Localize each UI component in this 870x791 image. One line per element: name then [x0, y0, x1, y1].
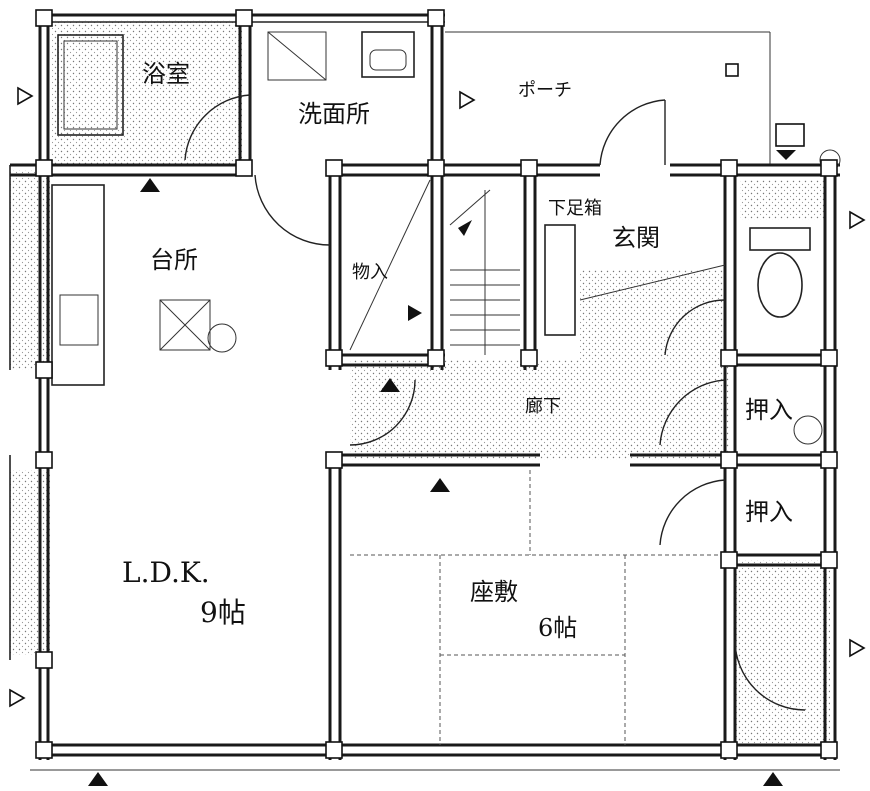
walls: [9, 13, 840, 771]
ldk-size-label: 9帖: [200, 596, 246, 629]
toilet-hatch: [740, 180, 825, 220]
doors: [184, 94, 841, 711]
bath-label: 浴室: [142, 60, 190, 88]
bathtub: [57, 34, 124, 136]
kitchen-label: 台所: [150, 246, 198, 274]
shoe-box-cabinet: [544, 224, 576, 336]
tiled-areas: [10, 20, 830, 745]
zashiki-tatami: [350, 470, 720, 745]
storage-hatch: [735, 560, 830, 745]
hallway-label: 廊下: [525, 396, 561, 417]
zashiki-size-label: 6帖: [538, 614, 577, 642]
washroom-fixtures: [267, 31, 415, 81]
room-labels: 浴室 洗面所 ポーチ 台所 物入 下足箱 玄関 廊下 押入 押入 L.D.K. …: [122, 60, 793, 642]
zashiki-name-label: 座敷: [470, 578, 518, 606]
stairs: [349, 179, 520, 355]
toilet: [749, 227, 811, 318]
entrance-floor-hatch: [580, 270, 725, 365]
kitchen-counter: [51, 184, 237, 386]
posts: [35, 9, 838, 759]
kitchen-counter-hatch: [10, 170, 50, 370]
washroom-label: 洗面所: [298, 100, 370, 128]
porch-label: ポーチ: [518, 80, 572, 101]
closet-lower-label: 押入: [745, 498, 793, 526]
entrance-label: 玄関: [612, 224, 660, 252]
closet-upper-label: 押入: [745, 396, 793, 424]
ldk-name-label: L.D.K.: [122, 556, 210, 589]
bath-floor-hatch: [52, 20, 242, 165]
hallway-floor-hatch: [350, 360, 730, 460]
shoe-box-label: 下足箱: [548, 198, 602, 219]
zashiki-sill-hatch: [10, 470, 50, 655]
direction-markers: [9, 86, 866, 786]
storage-label: 物入: [352, 262, 388, 283]
